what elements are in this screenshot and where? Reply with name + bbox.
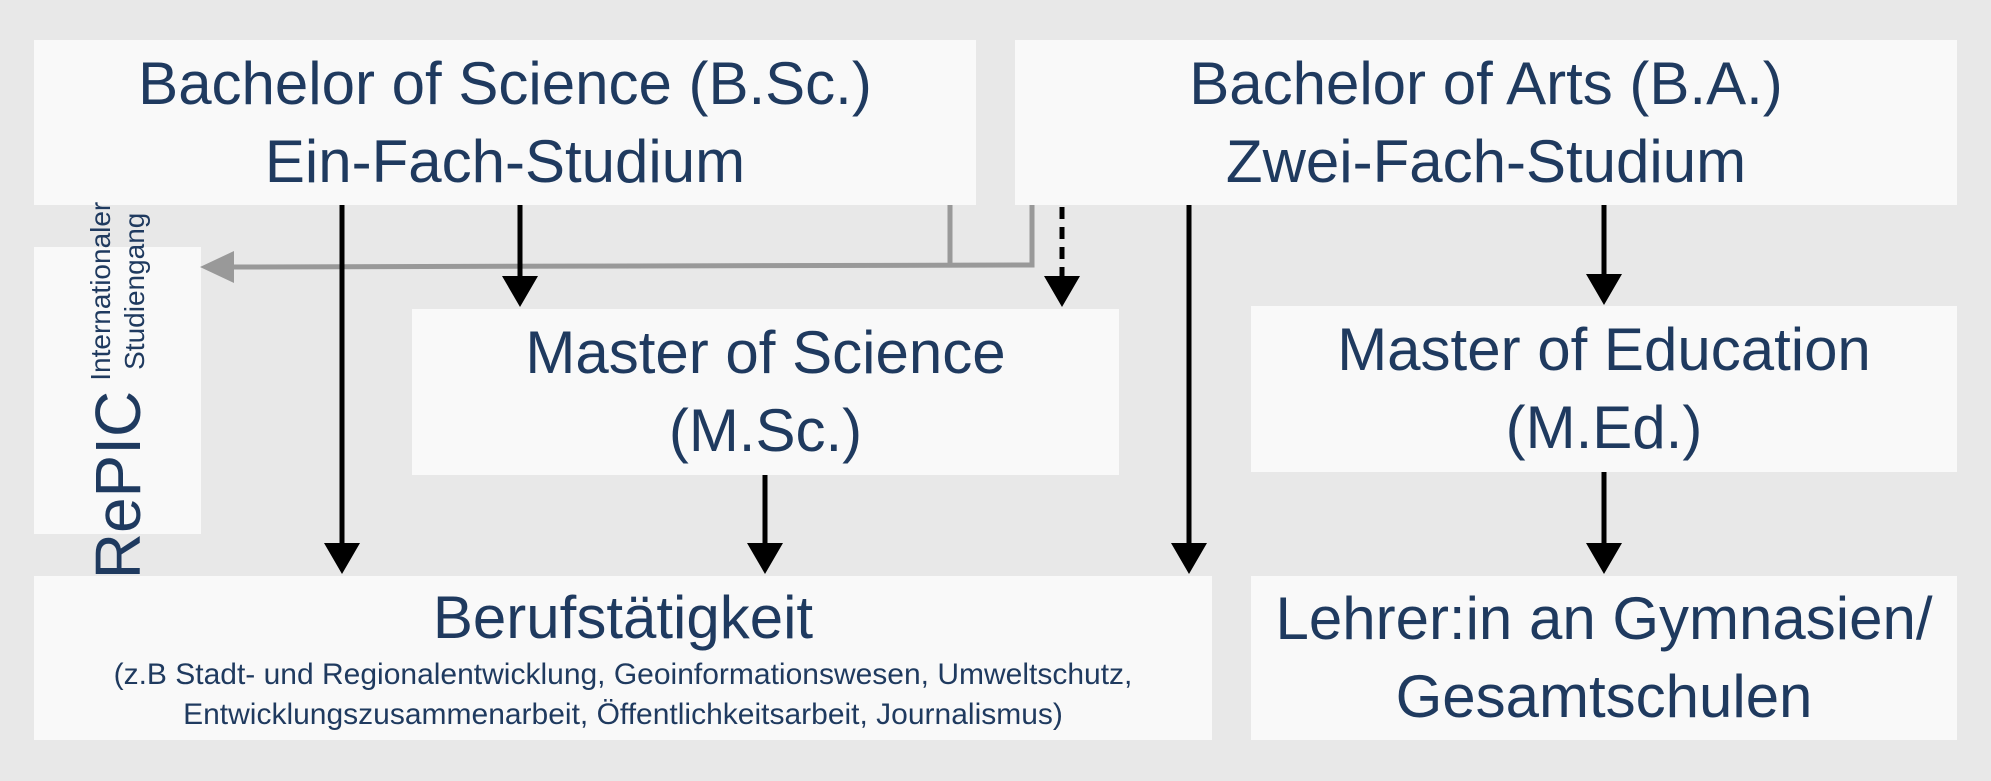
med-title: Master of Education [1337,316,1871,383]
bsc-subtitle: Ein-Fach-Studium [264,127,746,195]
beruf-title: Berufstätigkeit [432,584,814,651]
msc-subtitle: (M.Sc.) [668,397,863,464]
arrowhead-ba-to-med [1586,274,1622,305]
gray-arrowhead-repic [200,251,234,283]
msc-box: Master of Science (M.Sc.) [412,309,1119,475]
lehrer-box: Lehrer:in an Gymnasien/ Gesamtschulen [1251,576,1957,740]
arrowhead-ba-to-msc [1044,276,1080,307]
ba-subtitle: Zwei-Fach-Studium [1225,127,1747,195]
lehrer-subtitle: Gesamtschulen [1395,663,1813,730]
lehrer-title: Lehrer:in an Gymnasien/ [1275,585,1933,652]
beruf-box: Berufstätigkeit (z.B Stadt- und Regional… [34,576,1212,740]
arrowhead-bsc-to-beruf [324,543,360,574]
med-box: Master of Education (M.Ed.) [1251,306,1957,472]
med-subtitle: (M.Ed.) [1505,394,1703,461]
bsc-box: Bachelor of Science (B.Sc.) Ein-Fach-Stu… [34,40,976,205]
repic-box [34,247,201,534]
bsc-title: Bachelor of Science (B.Sc.) [138,49,872,117]
ba-box: Bachelor of Arts (B.A.) Zwei-Fach-Studiu… [1015,40,1957,205]
arrowhead-bsc-to-msc [502,276,538,307]
beruf-detail-line2: Entwicklungszusammenarbeit, Öffentlichke… [183,698,1063,731]
msc-title: Master of Science [525,319,1006,386]
ba-title: Bachelor of Arts (B.A.) [1189,49,1783,117]
gray-arrow-to-repic [231,205,1035,270]
arrowhead-med-to-lehrer [1586,543,1622,574]
beruf-detail-line1: (z.B Stadt- und Regionalentwicklung, Geo… [113,658,1133,691]
arrowhead-ba-to-beruf [1171,543,1207,574]
arrowhead-msc-to-beruf [747,543,783,574]
